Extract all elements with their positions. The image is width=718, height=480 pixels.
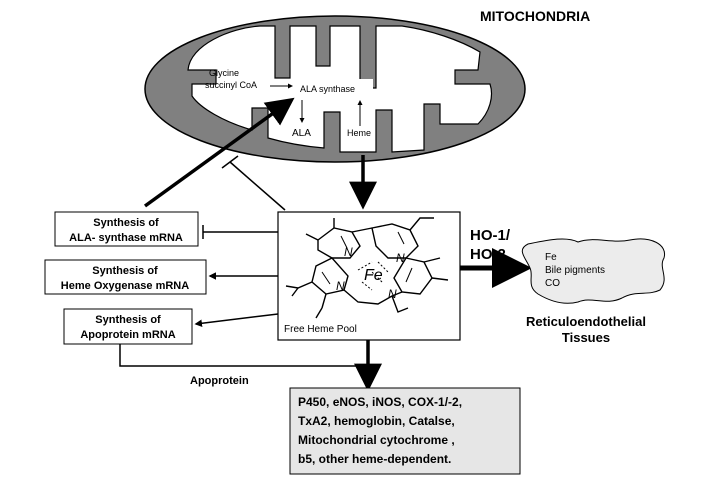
tissue-item-bile: Bile pigments [545, 265, 605, 276]
ala-label: ALA [292, 128, 311, 139]
ala-synthase-label: ALA synthase [300, 84, 355, 94]
products-line-1: P450, eNOS, iNOS, COX-1/-2, [298, 395, 462, 409]
glycine-label: Glycine [209, 68, 239, 78]
products-line-4: b5, other heme-dependent. [298, 452, 451, 466]
mitochondrion: Glycine succinyl CoA ALA synthase ALA He… [144, 15, 526, 163]
products-line-2: TxA2, hemoglobin, Catalse, [298, 414, 455, 428]
tissue-cell-shape [521, 238, 666, 304]
inhibition-bar-top [221, 155, 239, 169]
heme-fe-label: Fe [364, 267, 383, 284]
apoprotein-path-arrow [119, 344, 362, 367]
heme-label: Heme [347, 128, 371, 138]
ala-synthase-box [293, 79, 373, 97]
heme-n-top-right: N [396, 251, 405, 265]
mitochondria-title: MITOCHONDRIA [480, 8, 590, 24]
ala-synthase-mrna-box: Synthesis of ALA- synthase mRNA [54, 211, 199, 247]
tissues-label: Tissues [562, 330, 610, 345]
pool-inhibits-ala-synthase-line [229, 161, 286, 211]
ala-mrna-line2: ALA- synthase mRNA [69, 232, 183, 244]
heme-n-bottom-right: N [388, 287, 397, 301]
reticuloendothelial-label: Reticuloendothelial [526, 314, 646, 329]
tissue-item-co: CO [545, 278, 560, 289]
mrna-to-ala-synthase-arrow [143, 97, 295, 208]
apoprotein-label: Apoprotein [190, 375, 249, 387]
ho-mrna-line2: Heme Oxygenase mRNA [61, 280, 189, 292]
apo-mrna-line2: Apoprotein mRNA [80, 329, 175, 341]
succinyl-coa-label: succinyl CoA [205, 80, 257, 90]
apoprotein-mrna-box: Synthesis of Apoprotein mRNA [63, 308, 193, 345]
ho-mrna-line1: Synthesis of [92, 265, 158, 277]
ala-mrna-line1: Synthesis of [93, 217, 159, 229]
reticuloendothelial-cell: Fe Bile pigments CO [521, 238, 666, 304]
ho2-label: HO-2 [470, 246, 506, 263]
pool-to-apo-mrna-arrow [194, 313, 279, 327]
ho1-label: HO-1/ [470, 227, 511, 244]
apo-mrna-line1: Synthesis of [95, 314, 161, 326]
tissue-item-fe: Fe [545, 252, 557, 263]
pathway-arrows [119, 97, 532, 392]
heme-proteins-box: P450, eNOS, iNOS, COX-1/-2, TxA2, hemogl… [289, 387, 521, 475]
heme-n-top-left: N [344, 245, 353, 259]
heme-molecule-structure [285, 217, 449, 319]
heme-n-bottom-left: N [336, 279, 345, 293]
free-heme-pool-box: N N N N Fe Free Heme Pool [277, 211, 461, 341]
free-heme-pool-label: Free Heme Pool [284, 324, 357, 335]
heme-oxygenase-mrna-box: Synthesis of Heme Oxygenase mRNA [44, 259, 207, 295]
products-line-3: Mitochondrial cytochrome , [298, 433, 455, 447]
